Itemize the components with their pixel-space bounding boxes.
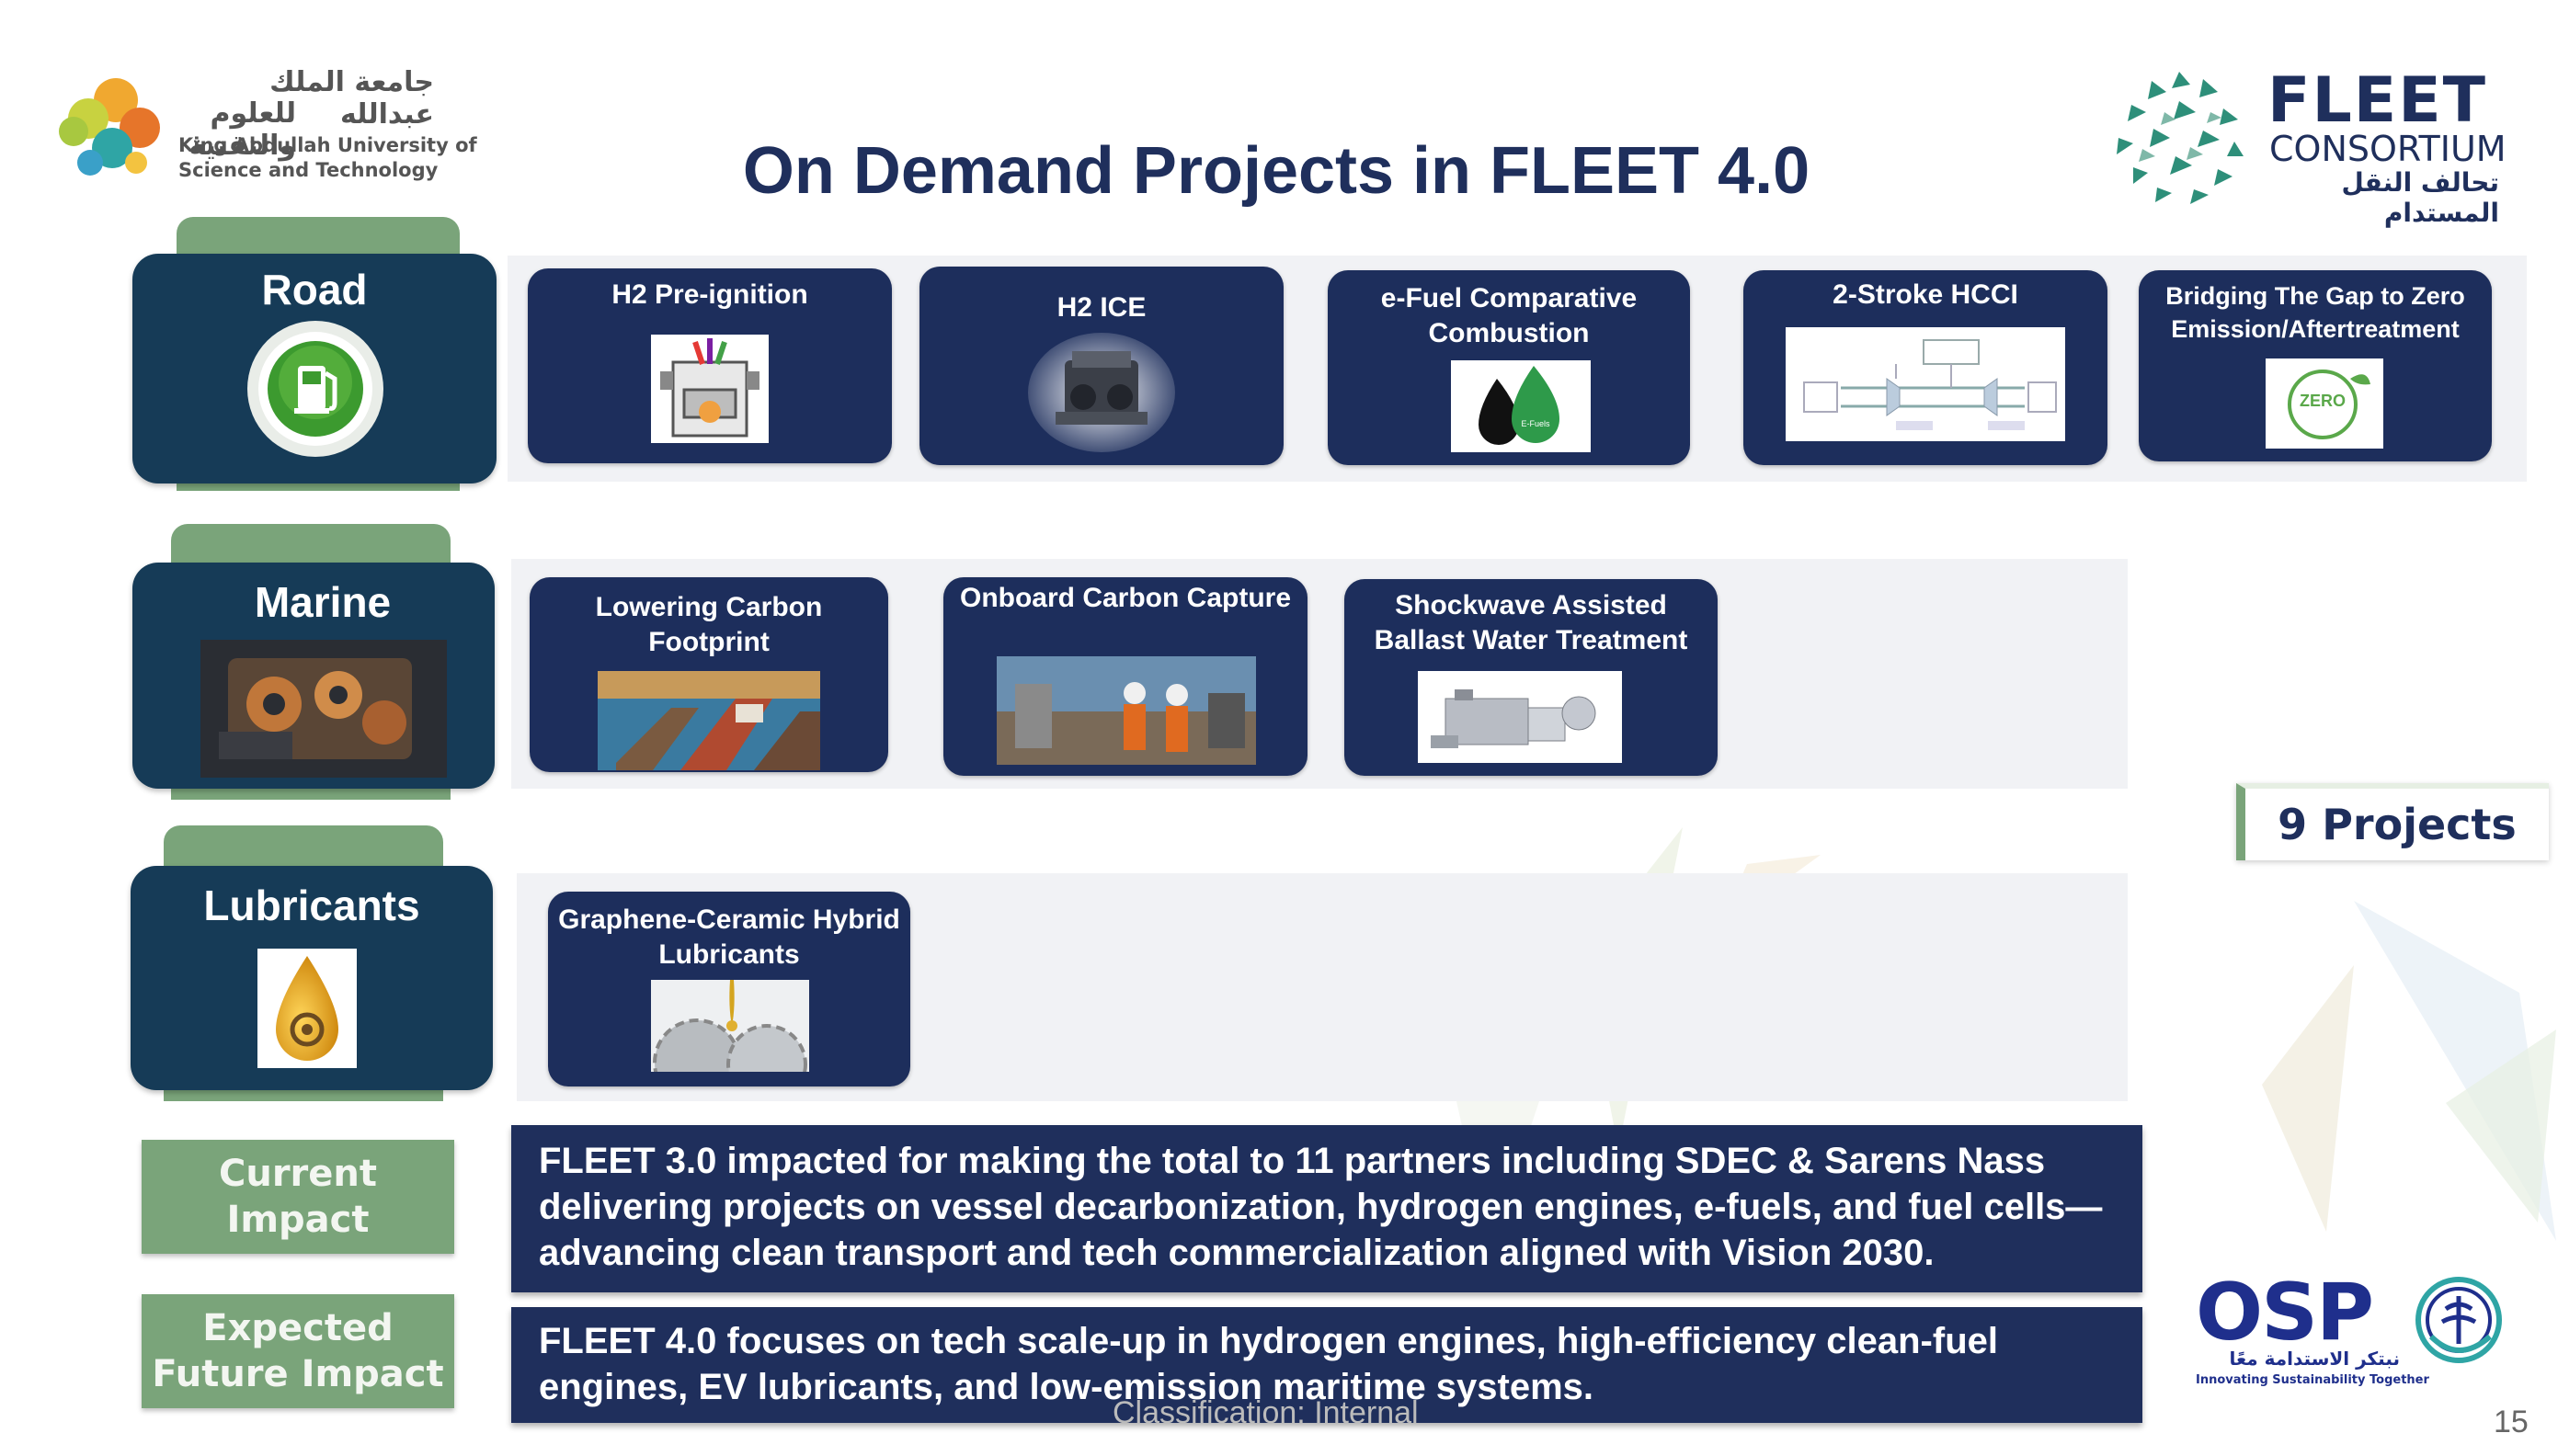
ships-photo: [598, 671, 820, 770]
category-lubricants: Lubricants: [131, 866, 493, 1090]
kaust-logo: جامعة الملك عبدالله للعلوم والتقنية King…: [48, 66, 477, 186]
lubricants-tab-bottom: [164, 1086, 443, 1101]
zero-emission-badge: ZERO: [2266, 358, 2383, 449]
category-marine-label: Marine: [254, 578, 392, 626]
project-card-title: e-Fuel Comparative Combustion: [1380, 283, 1638, 348]
oil-drop-icon: [257, 949, 357, 1068]
e-fuel-drop-icon: E-Fuels: [1451, 360, 1591, 452]
fleet-emblem-icon: [2117, 72, 2244, 204]
engine-photo: [200, 640, 447, 778]
osp-logo: OSP نبتكر الاستدامة معًا Innovating Sust…: [2196, 1267, 2508, 1392]
project-card-lowering-carbon[interactable]: Lowering Carbon Footprint: [530, 577, 888, 772]
machine-render: [1418, 671, 1622, 763]
gears-oil-photo: [651, 980, 809, 1072]
project-card-h2-ice[interactable]: H2 ICE: [919, 267, 1284, 465]
project-card-title: 2-Stroke HCCI: [1833, 279, 2018, 310]
kaust-english-line2: Science and Technology: [178, 159, 439, 181]
category-marine: Marine: [132, 563, 495, 789]
kaust-english-line1: King Abdullah University of: [178, 134, 477, 156]
engine-piston-illustration: [651, 335, 769, 443]
category-lubricants-label: Lubricants: [203, 882, 420, 929]
kaust-arabic-line1: جامعة الملك عبدالله: [269, 66, 434, 131]
project-card-graphene-ceramic[interactable]: Graphene-Ceramic Hybrid Lubricants: [548, 892, 910, 1086]
project-card-title: H2 Pre-ignition: [611, 279, 808, 310]
fleet-logo-subtitle: CONSORTIUM: [2269, 129, 2507, 169]
osp-logo-arabic: نبتكر الاستدامة معًا: [2229, 1348, 2400, 1370]
project-card-2-stroke-hcci[interactable]: 2-Stroke HCCI: [1743, 270, 2107, 465]
current-impact-text: FLEET 3.0 impacted for making the total …: [511, 1125, 2142, 1292]
svg-text:ZERO: ZERO: [2300, 392, 2346, 410]
workers-photo: [997, 656, 1256, 765]
svg-text:E-Fuels: E-Fuels: [1521, 419, 1550, 428]
page-number: 15: [2494, 1405, 2529, 1439]
classification-label: Classification: Internal: [1113, 1395, 1419, 1430]
projects-count-badge: 9 Projects: [2236, 783, 2549, 860]
project-card-h2-pre-ignition[interactable]: H2 Pre-ignition: [528, 268, 892, 463]
marine-tab-bottom: [171, 785, 451, 800]
osp-emblem-icon: [2415, 1277, 2502, 1363]
fleet-logo-name: FLEET: [2267, 64, 2488, 137]
kaust-arabic-line2: للعلوم والتقنية: [188, 97, 296, 162]
project-card-title: Bridging The Gap to Zero Emission/Aftert…: [2165, 282, 2465, 343]
project-card-zero-emission[interactable]: Bridging The Gap to Zero Emission/Aftert…: [2139, 270, 2492, 461]
lubricants-tab-top: [164, 825, 443, 868]
kaust-emblem-icon: [59, 78, 160, 176]
expected-impact-text: FLEET 4.0 focuses on tech scale-up in hy…: [511, 1307, 2142, 1423]
expected-impact-label: Expected Future Impact: [142, 1294, 454, 1408]
engine-photo: [1028, 333, 1175, 452]
project-card-title: Graphene-Ceramic Hybrid Lubricants: [558, 904, 900, 970]
project-card-title: Onboard Carbon Capture: [959, 583, 1291, 613]
category-road: Road: [132, 254, 497, 483]
project-card-title-shockwave: Shockwave Assisted Ballast Water Treatme…: [1374, 590, 1688, 655]
marine-tab-top: [171, 524, 451, 564]
project-card-shockwave-ballast[interactable]: Graphene-Ceramic Hybrid Lubricants Shock…: [1344, 579, 1718, 776]
schematic-diagram: [1786, 327, 2065, 441]
fleet-logo-arabic: تحالف النقل المستدام: [2341, 167, 2500, 228]
project-card-title: Lowering Carbon Footprint: [595, 592, 823, 657]
road-tab-top: [177, 217, 460, 257]
osp-logo-tagline: Innovating Sustainability Together: [2196, 1373, 2429, 1387]
page-title: On Demand Projects in FLEET 4.0: [742, 134, 1810, 208]
project-card-e-fuel[interactable]: e-Fuel Comparative Combustion E-Fuels: [1328, 270, 1690, 465]
current-impact-label: Current Impact: [142, 1140, 454, 1254]
osp-logo-name: OSP: [2196, 1267, 2374, 1359]
fuel-pump-icon: [247, 321, 383, 457]
project-card-onboard-carbon-capture[interactable]: Onboard Carbon Capture: [943, 577, 1308, 776]
fleet-logo: FLEET CONSORTIUM تحالف النقل المستدام: [2106, 64, 2510, 228]
project-card-title: H2 ICE: [1056, 292, 1147, 323]
category-road-label: Road: [261, 266, 368, 313]
